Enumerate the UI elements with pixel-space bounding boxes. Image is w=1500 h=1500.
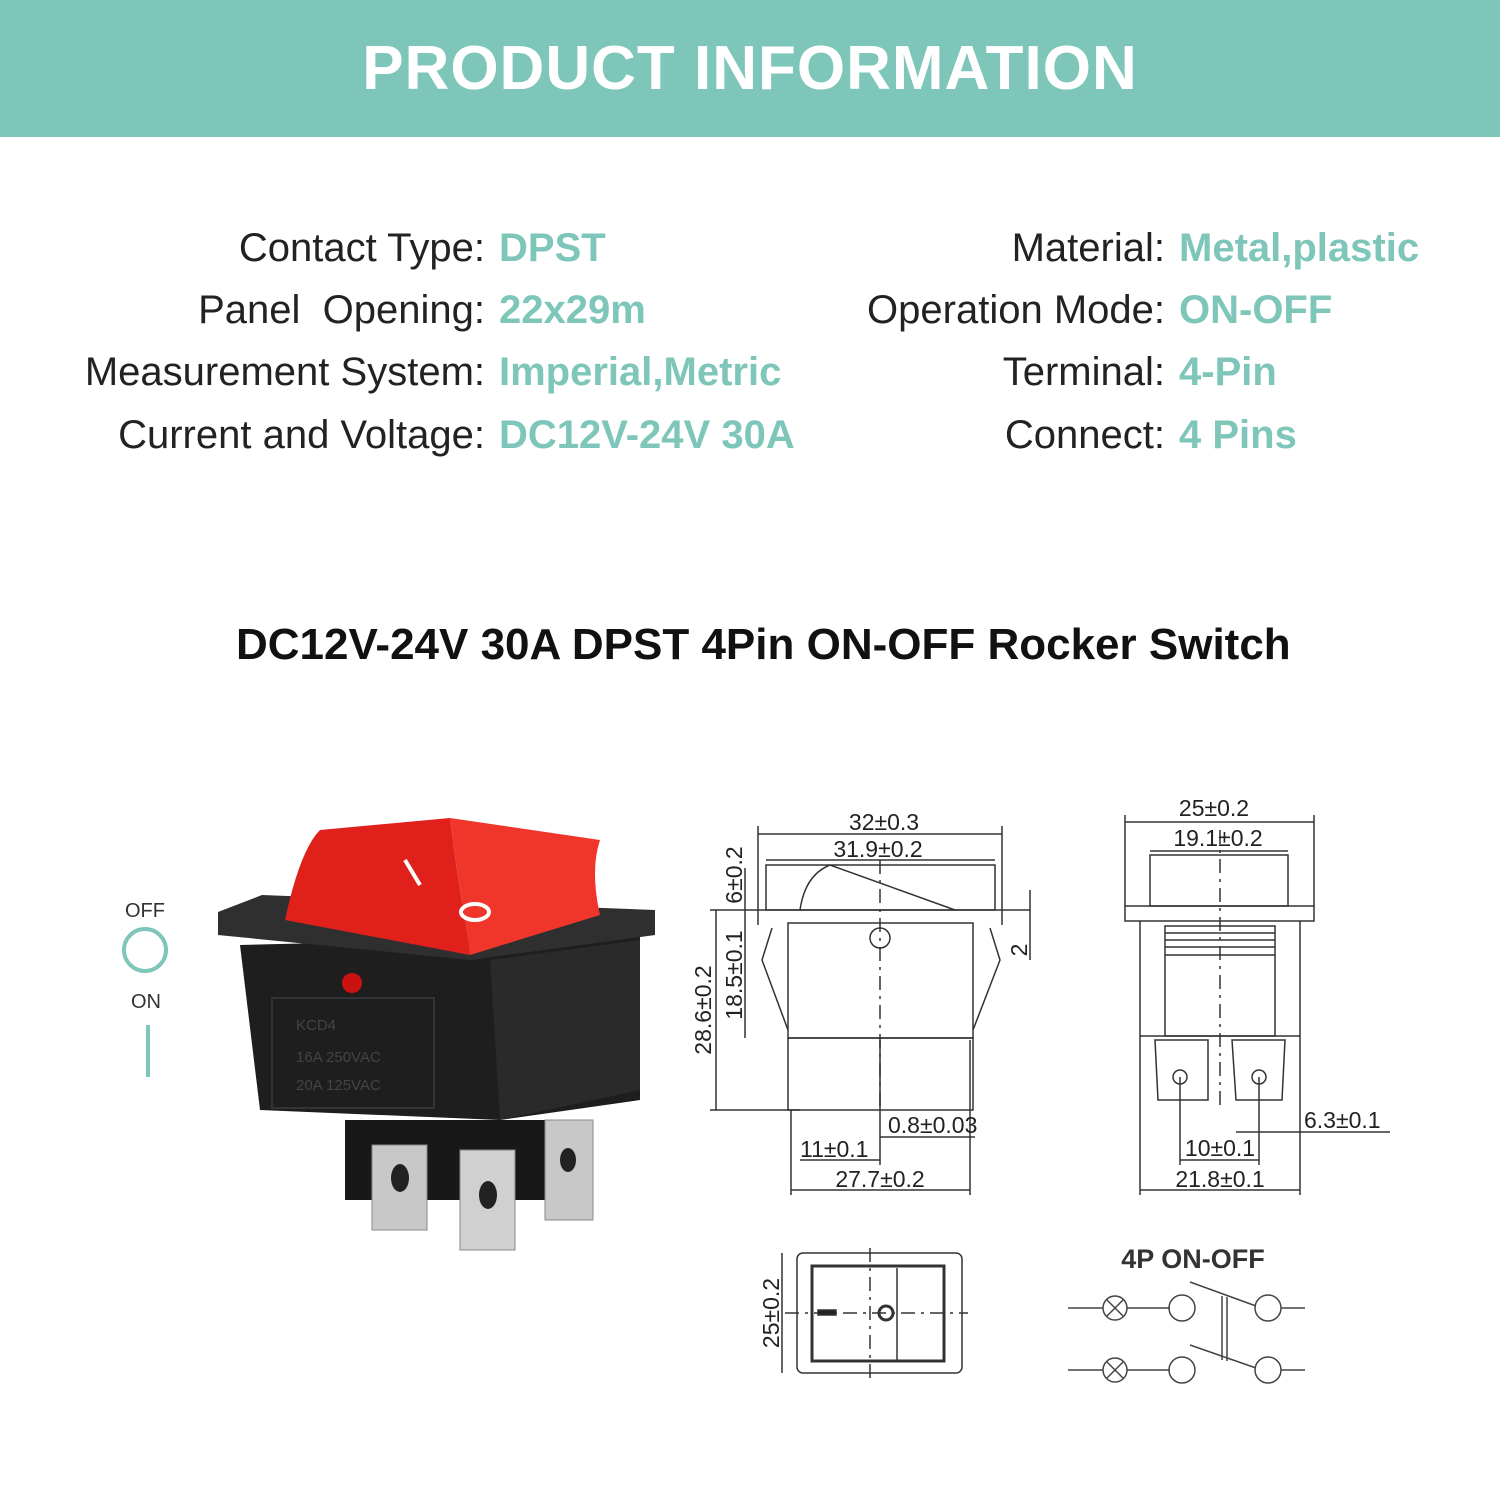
legend-on-label: ON <box>131 991 161 1013</box>
wiring-schematic <box>1068 1281 1305 1384</box>
dim-10: 10±0.1 <box>1185 1135 1255 1161</box>
dim-28-6: 28.6±0.2 <box>690 965 716 1054</box>
spec-label: Measurement System: <box>84 349 485 394</box>
on-off-legend: OFF ON <box>122 900 168 1077</box>
photo-rating2-text: 20A 125VAC <box>296 1077 381 1094</box>
photo-rating1-text: 16A 250VAC <box>296 1049 381 1066</box>
dim-2: 2 <box>1006 944 1032 957</box>
top-view-drawing <box>781 1248 968 1380</box>
spec-value: Imperial,Metric <box>499 349 782 394</box>
spec-contact-type: Contact Type: DPST <box>0 223 606 273</box>
dim-11: 11±0.1 <box>800 1136 868 1162</box>
dim-6-3: 6.3±0.1 <box>1304 1107 1381 1133</box>
front-view-drawing <box>1124 815 1390 1195</box>
dim-31-9: 31.9±0.2 <box>833 836 922 862</box>
spec-measurement-system: Measurement System: Imperial,Metric <box>0 347 781 397</box>
dim-6: 6±0.2 <box>721 846 747 903</box>
header-banner: PRODUCT INFORMATION <box>0 0 1500 137</box>
spec-label: Current and Voltage: <box>118 412 485 457</box>
spec-terminal: Terminal: 4-Pin <box>0 347 1277 397</box>
spec-operation-mode: Operation Mode: ON-OFF <box>0 285 1332 335</box>
spec-value: 4-Pin <box>1179 349 1277 394</box>
spec-label: Operation Mode: <box>867 287 1165 332</box>
spec-label: Connect: <box>1004 412 1165 457</box>
spec-value: DC12V-24V 30A <box>499 412 795 457</box>
spec-label: Contact Type: <box>238 225 485 270</box>
side-view-dimensions: 32±0.3 31.9±0.2 6±0.2 18.5±0.1 28.6±0.2 … <box>690 809 1032 1192</box>
header-title: PRODUCT INFORMATION <box>362 34 1138 103</box>
front-view-dimensions: 25±0.2 19.1±0.2 6.3±0.1 10±0.1 21.8±0.1 <box>1173 795 1380 1192</box>
side-view-drawing <box>710 826 1031 1195</box>
spec-current-voltage: Current and Voltage: DC12V-24V 30A <box>0 410 795 460</box>
spec-value: 22x29m <box>499 287 646 332</box>
rocker-switch-photo: KCD4 16A 250VAC 20A 125VAC <box>218 818 655 1251</box>
dim-19-1: 19.1±0.2 <box>1173 825 1262 851</box>
dim-25: 25±0.2 <box>1179 795 1249 821</box>
legend-off-label: OFF <box>125 900 165 922</box>
dim-27-7: 27.7±0.2 <box>835 1166 924 1192</box>
dim-0-8: 0.8±0.03 <box>888 1112 977 1138</box>
dim-18-5: 18.5±0.1 <box>721 930 747 1019</box>
spec-value: ON-OFF <box>1179 287 1333 332</box>
spec-label: Terminal: <box>1002 349 1165 394</box>
spec-connect: Connect: 4 Pins <box>0 410 1297 460</box>
spec-value: DPST <box>499 225 606 270</box>
off-circle-icon <box>122 927 168 973</box>
dim-32: 32±0.3 <box>849 809 919 835</box>
dim-21-8: 21.8±0.1 <box>1175 1166 1264 1192</box>
spec-label: Panel Opening: <box>198 287 485 332</box>
dim-top-25: 25±0.2 <box>758 1278 784 1348</box>
spec-panel-opening: Panel Opening: 22x29m <box>0 285 646 335</box>
product-title: DC12V-24V 30A DPST 4Pin ON-OFF Rocker Sw… <box>236 620 1291 669</box>
spec-label: Material: <box>1011 225 1165 270</box>
spec-value: 4 Pins <box>1179 412 1297 457</box>
photo-model-text: KCD4 <box>296 1017 336 1034</box>
spec-value: Metal,plastic <box>1179 225 1420 270</box>
spec-material: Material: Metal,plastic <box>0 223 1419 273</box>
schematic-title: 4P ON-OFF <box>1121 1244 1265 1274</box>
